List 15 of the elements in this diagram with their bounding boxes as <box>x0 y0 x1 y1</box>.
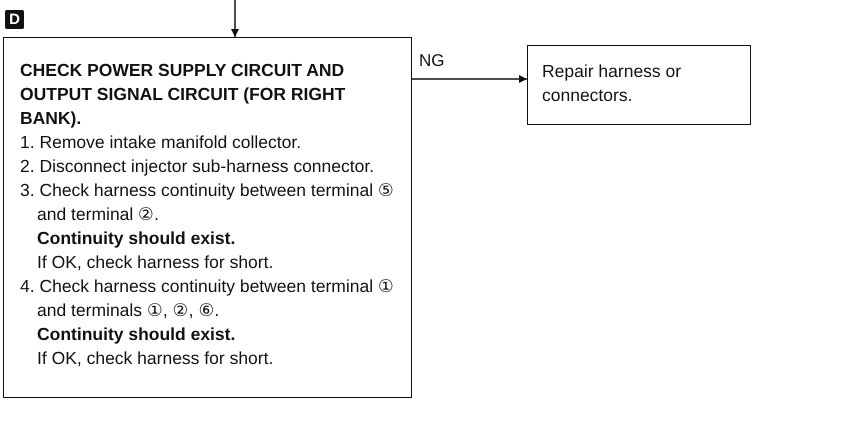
process-box <box>527 45 751 125</box>
instruction-text: If OK, check harness for short. <box>36 347 274 370</box>
instruction-text: 1. Remove intake manifold collector. <box>20 131 302 154</box>
step-heading: CHECK POWER SUPPLY CIRCUIT AND OUTPUT SIGNAL CIRCUIT (FOR RIGHT BANK). <box>20 59 346 130</box>
result-note: Continuity should exist. <box>36 227 236 250</box>
instruction-text: 4. Check harness continuity between terminal ① and terminals ①, ②, ⑥. <box>20 275 395 322</box>
process-box <box>3 37 412 398</box>
instruction-text: Repair harness or connectors. <box>542 60 682 107</box>
instruction-text: 3. Check harness continuity between terminal ⑤ and terminal ②. <box>20 179 395 226</box>
arrow <box>412 75 527 83</box>
instruction-text: 2. Disconnect injector sub-harness connector. <box>20 155 376 178</box>
arrow <box>231 0 239 37</box>
result-note: Continuity should exist. <box>36 323 236 346</box>
instruction-text: If OK, check harness for short. <box>36 251 274 274</box>
section-letter: D <box>5 10 24 29</box>
